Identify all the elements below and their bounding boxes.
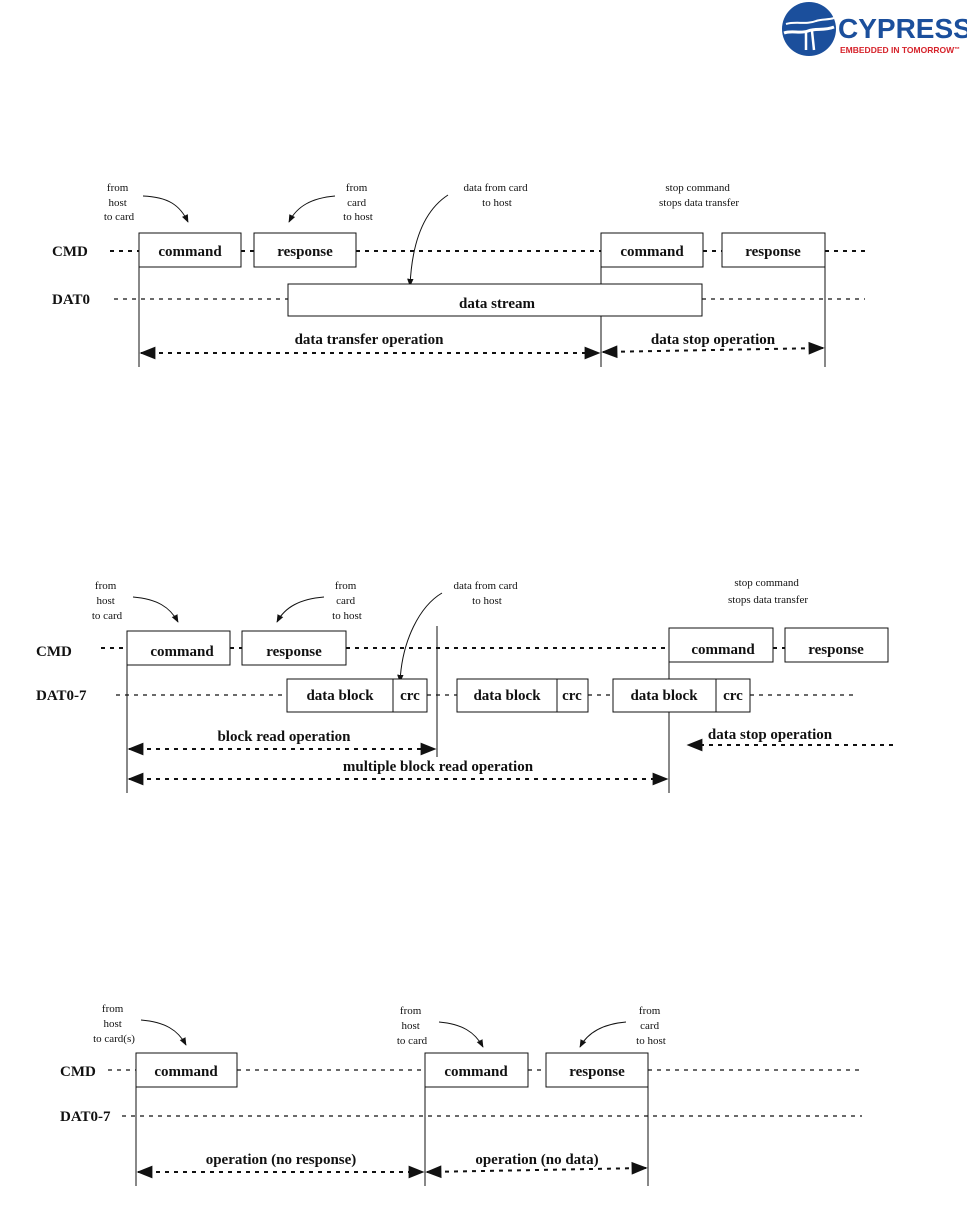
logo-wordmark: CYPRESS	[838, 13, 967, 44]
command-box: command	[424, 1052, 529, 1088]
stop-response-box: response	[721, 232, 826, 268]
command-box: command	[138, 232, 242, 268]
arrow-data-from-card	[407, 194, 449, 287]
svg-text:command: command	[620, 244, 684, 260]
svg-text:crc: crc	[723, 688, 743, 704]
cypress-logo: CYPRESS EMBEDDED IN TOMORROW ™	[782, 2, 967, 56]
span-data-stop-operation	[601, 341, 825, 359]
label-block-read-operation: block read operation	[217, 729, 351, 745]
note-host-to-card: from host to card	[104, 182, 135, 223]
response-box: response	[241, 630, 347, 666]
svg-text:command: command	[154, 1064, 218, 1080]
span-operation-no-data	[425, 1161, 648, 1179]
svg-text:command: command	[444, 1064, 508, 1080]
logo-trademark: ™	[954, 46, 960, 53]
label-data-stop-operation: data stop operation	[708, 727, 833, 743]
signal-dat-label: DAT0	[52, 292, 90, 308]
diagram-no-data-operations: from host to card(s) from host to card f…	[60, 1003, 862, 1186]
signal-cmd-label: CMD	[60, 1064, 96, 1080]
label-operation-no-data: operation (no data)	[475, 1152, 598, 1168]
crc-1: crc	[392, 678, 428, 713]
svg-text:data stream: data stream	[459, 296, 535, 312]
stop-response-box: response	[784, 627, 889, 663]
svg-text:crc: crc	[400, 688, 420, 704]
svg-text:response: response	[277, 244, 333, 260]
svg-text:data block: data block	[630, 688, 698, 704]
arrow-host-to-card	[132, 596, 179, 623]
stop-command-box: command	[668, 627, 774, 663]
svg-text:command: command	[150, 644, 214, 660]
crc-2: crc	[556, 678, 589, 713]
note-stop-command: stop command stops data transfer	[659, 182, 739, 209]
data-block-3: data block	[612, 678, 717, 713]
cypress-tree-icon	[782, 2, 836, 56]
command-box-broadcast: command	[135, 1052, 238, 1088]
data-block-2: data block	[456, 678, 558, 713]
note-card-to-host: from card to host	[343, 182, 373, 223]
svg-text:data block: data block	[306, 688, 374, 704]
diagram-multiple-block-read: from host to card from card to host data…	[36, 577, 893, 793]
signal-cmd-label: CMD	[36, 644, 72, 660]
note-data-from-card: data from card to host	[454, 580, 521, 607]
command-box: command	[126, 630, 231, 666]
crc-3: crc	[715, 678, 751, 713]
signal-dat-label: DAT0-7	[60, 1109, 111, 1125]
arrow-card-to-host	[276, 596, 325, 623]
svg-text:response: response	[745, 244, 801, 260]
signal-cmd-label: CMD	[52, 244, 88, 260]
label-multiple-block-read-operation: multiple block read operation	[343, 759, 534, 775]
data-block-1: data block	[286, 678, 394, 713]
stop-command-box: command	[600, 232, 704, 268]
svg-text:response: response	[266, 644, 322, 660]
note-card-to-host: from card to host	[636, 1005, 666, 1047]
arrow-card-to-host	[288, 195, 336, 223]
label-data-stop-operation: data stop operation	[651, 332, 776, 348]
note-data-from-card: data from card to host	[464, 182, 531, 209]
arrow-host-to-card	[142, 195, 189, 223]
svg-text:command: command	[158, 244, 222, 260]
svg-text:response: response	[569, 1064, 625, 1080]
note-host-to-card: from host to card	[92, 580, 123, 622]
note-stop-command: stop command stops data transfer	[728, 577, 808, 606]
note-host-to-cards: from host to card(s)	[93, 1003, 135, 1045]
diagram-stream-read: from host to card from card to host data…	[52, 182, 865, 367]
svg-text:response: response	[808, 642, 864, 658]
data-stream-box: data stream	[287, 283, 703, 317]
note-host-to-card: from host to card	[397, 1005, 428, 1047]
signal-dat-label: DAT0-7	[36, 688, 87, 704]
note-card-to-host: from card to host	[332, 580, 362, 622]
label-operation-no-response: operation (no response)	[206, 1152, 357, 1168]
svg-text:data block: data block	[473, 688, 541, 704]
logo-tagline: EMBEDDED IN TOMORROW	[840, 45, 955, 55]
label-data-transfer-operation: data transfer operation	[295, 332, 445, 348]
arrow-host-to-card	[438, 1021, 484, 1048]
svg-text:crc: crc	[562, 688, 582, 704]
arrow-data-from-card	[397, 592, 443, 683]
arrow-card-to-host	[579, 1021, 627, 1048]
arrow-host-to-cards	[140, 1019, 187, 1046]
response-box: response	[545, 1052, 649, 1088]
svg-text:command: command	[691, 642, 755, 658]
response-box: response	[253, 232, 357, 268]
